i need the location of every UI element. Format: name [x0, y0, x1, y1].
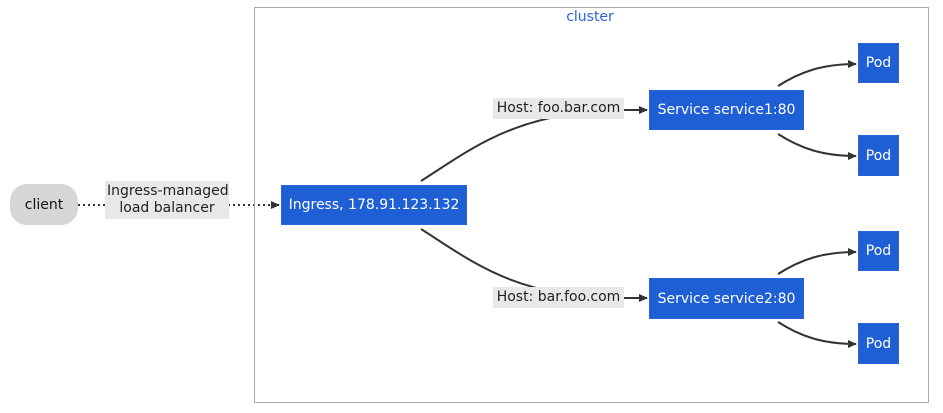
host1-label: Host: foo.bar.com [493, 98, 624, 119]
host2-label: Host: bar.foo.com [493, 287, 624, 308]
load-balancer-label: Ingress-managed load balancer [105, 181, 229, 219]
edge-service2-pod4 [777, 321, 857, 348]
client-node: client [10, 184, 78, 225]
cluster-title: cluster [566, 9, 614, 25]
pod-node: Pod [858, 323, 899, 364]
load-balancer-label-line1: Ingress-managed [107, 183, 229, 199]
service2-node: Service service2:80 [649, 278, 804, 319]
service1-node: Service service1:80 [649, 90, 804, 130]
pod-node: Pod [858, 43, 899, 83]
pod-node: Pod [858, 135, 899, 176]
cluster-box [254, 7, 929, 403]
load-balancer-label-line2: load balancer [119, 200, 215, 216]
pod-node: Pod [858, 231, 899, 271]
edge-service1-pod2 [777, 133, 857, 160]
edge-service1-pod1 [777, 60, 857, 87]
edge-service2-pod3 [777, 248, 857, 275]
ingress-node: Ingress, 178.91.123.132 [281, 185, 467, 225]
